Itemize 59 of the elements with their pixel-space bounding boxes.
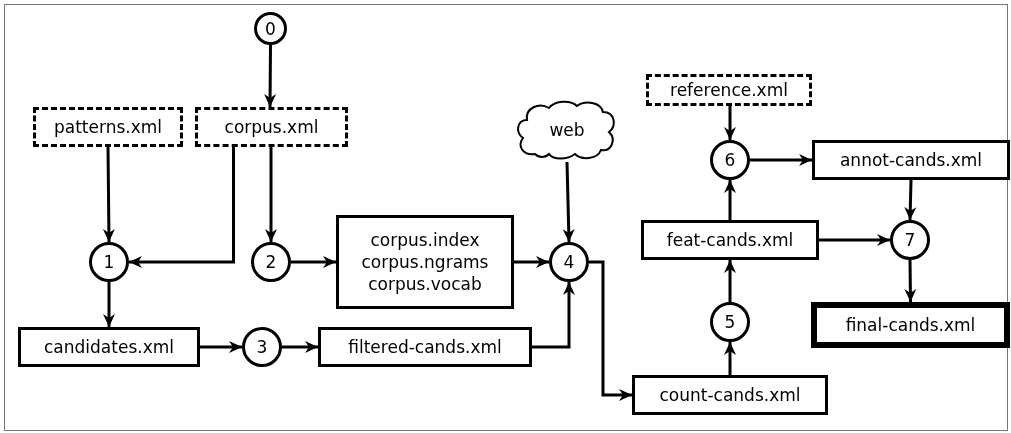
- step-number: 0: [265, 17, 276, 40]
- step-number: 5: [724, 311, 736, 333]
- arrow: [265, 147, 277, 242]
- arrow: [291, 256, 336, 268]
- arrow: [514, 256, 549, 268]
- step-number: 7: [904, 229, 916, 251]
- arrow: [724, 342, 736, 375]
- file-name: reference.xml: [670, 79, 788, 101]
- input-file-box: [195, 107, 348, 147]
- step-circle: [710, 140, 750, 180]
- step-number: 2: [265, 251, 277, 273]
- file-name: count-cands.xml: [659, 384, 801, 406]
- step-circle: [89, 242, 129, 282]
- file-name: corpus.ngrams: [361, 251, 489, 273]
- arrow: [562, 161, 575, 243]
- arrow: [750, 154, 812, 166]
- step-circle: [890, 220, 930, 260]
- arrow: [129, 147, 235, 268]
- arrow: [532, 282, 575, 349]
- step-number: 3: [256, 336, 268, 358]
- arrow: [282, 341, 318, 353]
- file-name: corpus.index: [370, 229, 480, 251]
- file-name: corpus.xml: [224, 116, 319, 138]
- step-number: 4: [563, 251, 575, 273]
- arrow: [103, 282, 115, 327]
- file-name: filtered-cands.xml: [348, 336, 502, 358]
- step-circle: [254, 12, 287, 45]
- file-name: final-cands.xml: [845, 314, 976, 336]
- input-file-box: [646, 74, 812, 106]
- file-box: [812, 140, 1010, 180]
- output-file-box: [811, 302, 1010, 348]
- step-circle: [710, 302, 750, 342]
- step-circle: [242, 327, 282, 367]
- step-circle: [549, 242, 589, 282]
- step-number: 6: [724, 149, 736, 171]
- file-box: [18, 327, 200, 367]
- arrow: [102, 147, 115, 242]
- file-name: feat-cands.xml: [666, 229, 794, 251]
- arrow: [724, 260, 736, 302]
- arrow: [200, 341, 242, 353]
- arrow: [904, 260, 917, 302]
- file-name: web: [549, 119, 585, 141]
- arrow: [264, 45, 277, 107]
- file-box: [632, 375, 828, 415]
- arrow: [724, 180, 736, 220]
- file-box: [641, 220, 819, 260]
- file-box: [318, 327, 532, 367]
- step-number: 1: [103, 251, 115, 273]
- arrow: [589, 260, 632, 401]
- step-circle: [251, 242, 291, 282]
- arrow: [819, 234, 890, 246]
- arrow: [904, 179, 917, 221]
- arrow: [724, 106, 736, 140]
- file-name: candidates.xml: [44, 336, 174, 358]
- file-box: [336, 215, 514, 309]
- file-name: patterns.xml: [53, 116, 163, 138]
- input-file-box: [33, 107, 183, 147]
- file-name: annot-cands.xml: [839, 149, 983, 171]
- file-name: corpus.vocab: [368, 273, 482, 295]
